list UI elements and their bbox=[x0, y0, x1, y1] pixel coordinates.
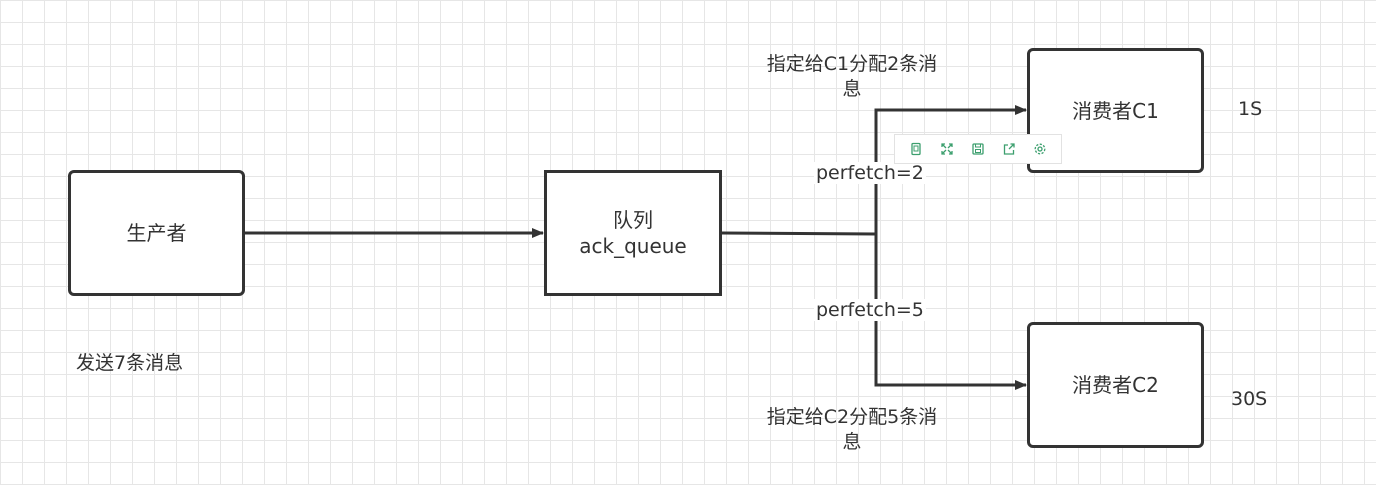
save-icon[interactable] bbox=[969, 140, 987, 158]
copy-icon[interactable] bbox=[907, 140, 925, 158]
producer-label: 生产者 bbox=[126, 221, 187, 245]
assign-c2-line1: 指定给C2分配5条消 bbox=[766, 406, 938, 428]
settings-icon[interactable] bbox=[1031, 140, 1049, 158]
consumer1-time-label: 1S bbox=[1238, 98, 1263, 120]
edge-branch-to-consumer2 bbox=[874, 234, 1027, 390]
edge-queue-to-branch bbox=[721, 231, 877, 236]
producer-node[interactable]: 生产者 bbox=[68, 170, 245, 296]
queue-label-line2: ack_queue bbox=[579, 234, 687, 258]
edge-branch-to-consumer1 bbox=[874, 105, 1027, 234]
consumer2-label: 消费者C2 bbox=[1072, 373, 1159, 397]
assign-c2-label: 指定给C2分配5条消 息 bbox=[752, 405, 952, 455]
share-icon[interactable] bbox=[1000, 140, 1018, 158]
prefetch-c1-label: perfetch=2 bbox=[814, 162, 926, 184]
assign-c1-line2: 息 bbox=[842, 78, 862, 100]
assign-c1-label: 指定给C1分配2条消 息 bbox=[752, 52, 952, 102]
assign-c1-line1: 指定给C1分配2条消 bbox=[766, 53, 938, 75]
fullscreen-icon[interactable] bbox=[938, 140, 956, 158]
send-label: 发送7条消息 bbox=[76, 352, 184, 374]
queue-node[interactable]: 队列 ack_queue bbox=[544, 170, 722, 296]
consumer1-node[interactable]: 消费者C1 bbox=[1027, 48, 1204, 173]
assign-c2-line2: 息 bbox=[842, 431, 862, 453]
queue-label-line1: 队列 bbox=[613, 208, 653, 232]
consumer2-node[interactable]: 消费者C2 bbox=[1027, 322, 1204, 448]
consumer2-time-label: 30S bbox=[1231, 388, 1268, 410]
floating-toolbar bbox=[894, 134, 1062, 164]
prefetch-c2-label: perfetch=5 bbox=[814, 299, 926, 321]
consumer1-label: 消费者C1 bbox=[1072, 98, 1159, 123]
